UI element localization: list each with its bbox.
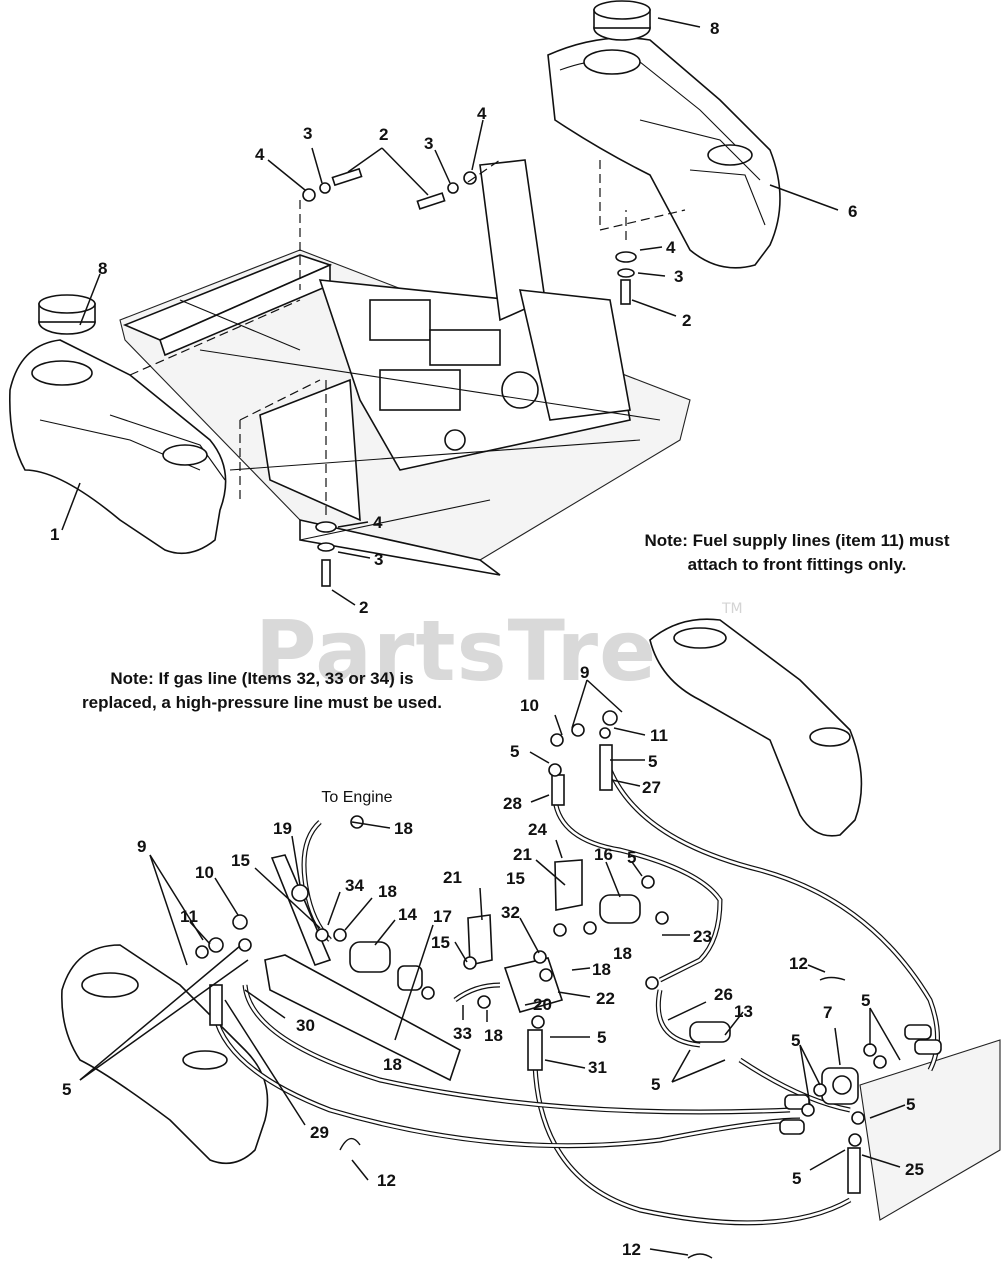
callout-12: 12	[377, 1171, 396, 1190]
callout-15: 15	[231, 851, 250, 870]
callout-4: 4	[477, 104, 487, 123]
callout-6: 6	[848, 202, 857, 221]
callout-5: 5	[861, 991, 870, 1010]
callout-2: 2	[359, 598, 368, 617]
callout-numbers: 8 6 4 3 2 3 4 4 3 2 8 1 4 3 2 9 10 11 5 …	[50, 19, 924, 1259]
callout-8: 8	[98, 259, 107, 278]
callout-9: 9	[137, 837, 146, 856]
fuel-cap-left	[38, 294, 96, 335]
fuel-tank-left	[8, 339, 227, 555]
callout-27: 27	[642, 778, 661, 797]
callout-8: 8	[710, 19, 719, 38]
fuel-hoses	[211, 769, 940, 1226]
callout-5: 5	[792, 1169, 801, 1188]
callout-25: 25	[905, 1160, 924, 1179]
callout-2: 2	[682, 311, 691, 330]
callout-18: 18	[613, 944, 632, 963]
callout-15: 15	[431, 933, 450, 952]
callout-11: 11	[180, 907, 198, 926]
callout-15: 15	[506, 869, 525, 888]
callout-3: 3	[374, 550, 383, 569]
callout-31: 31	[588, 1058, 607, 1077]
callout-4: 4	[666, 238, 676, 257]
callout-28: 28	[503, 794, 522, 813]
lower-components	[195, 710, 942, 1259]
callout-16: 16	[594, 845, 613, 864]
callout-19: 19	[273, 819, 292, 838]
note-fuel-supply-line2: attach to front fittings only.	[688, 555, 907, 574]
callout-5: 5	[791, 1031, 800, 1050]
partstree-watermark: PartsTree TM	[255, 601, 743, 700]
callout-5: 5	[648, 752, 657, 771]
callout-18: 18	[484, 1026, 503, 1045]
to-engine-label: To Engine	[321, 789, 392, 806]
callout-20: 20	[533, 995, 552, 1014]
callout-34: 34	[345, 876, 364, 895]
callout-5: 5	[627, 848, 636, 867]
callout-12: 12	[622, 1240, 641, 1259]
callout-17: 17	[433, 907, 452, 926]
svg-text:PartsTree: PartsTree	[255, 602, 715, 700]
callout-4: 4	[255, 145, 265, 164]
callout-26: 26	[714, 985, 733, 1004]
callout-23: 23	[693, 927, 712, 946]
fuel-tank-right	[547, 37, 781, 269]
callout-5: 5	[62, 1080, 71, 1099]
callout-3: 3	[674, 267, 683, 286]
callout-9: 9	[580, 663, 589, 682]
callout-32: 32	[501, 903, 520, 922]
callout-21: 21	[513, 845, 532, 864]
mounting-hardware-top	[302, 167, 637, 587]
svg-text:TM: TM	[721, 601, 743, 617]
fuel-tank-left-lower	[61, 944, 269, 1165]
callout-18: 18	[378, 882, 397, 901]
callout-22: 22	[596, 989, 615, 1008]
callout-3: 3	[424, 134, 433, 153]
callout-4: 4	[373, 513, 383, 532]
note-gas-line-line1: Note: If gas line (Items 32, 33 or 34) i…	[110, 669, 413, 688]
callout-29: 29	[310, 1123, 329, 1142]
callout-2: 2	[379, 125, 388, 144]
lower-mounting-rail	[264, 854, 1001, 1221]
callout-11: 11	[650, 726, 668, 745]
note-gas-line: Note: If gas line (Items 32, 33 or 34) i…	[82, 669, 442, 712]
fuel-tank-right-lower	[649, 618, 863, 837]
callout-7: 7	[823, 1003, 832, 1022]
callout-18: 18	[592, 960, 611, 979]
callout-21: 21	[443, 868, 462, 887]
callout-5: 5	[510, 742, 519, 761]
leader-lines	[61, 17, 906, 1256]
callout-14: 14	[398, 905, 417, 924]
callout-5: 5	[597, 1028, 606, 1047]
mower-frame	[119, 159, 691, 576]
note-fuel-supply: Note: Fuel supply lines (item 11) must a…	[644, 531, 949, 574]
fuel-cap-top	[593, 0, 651, 41]
callout-12: 12	[789, 954, 808, 973]
callout-13: 13	[734, 1002, 753, 1021]
callout-18: 18	[394, 819, 413, 838]
callout-10: 10	[195, 863, 214, 882]
callout-3: 3	[303, 124, 312, 143]
callout-18: 18	[383, 1055, 402, 1074]
callout-24: 24	[528, 820, 547, 839]
callout-5: 5	[906, 1095, 915, 1114]
note-gas-line-line2: replaced, a high-pressure line must be u…	[82, 693, 442, 712]
callout-10: 10	[520, 696, 539, 715]
callout-5: 5	[651, 1075, 660, 1094]
note-fuel-supply-line1: Note: Fuel supply lines (item 11) must	[644, 531, 949, 550]
callout-33: 33	[453, 1024, 472, 1043]
callout-30: 30	[296, 1016, 315, 1035]
callout-1: 1	[50, 525, 59, 544]
assembly-guide-lines	[129, 159, 686, 515]
